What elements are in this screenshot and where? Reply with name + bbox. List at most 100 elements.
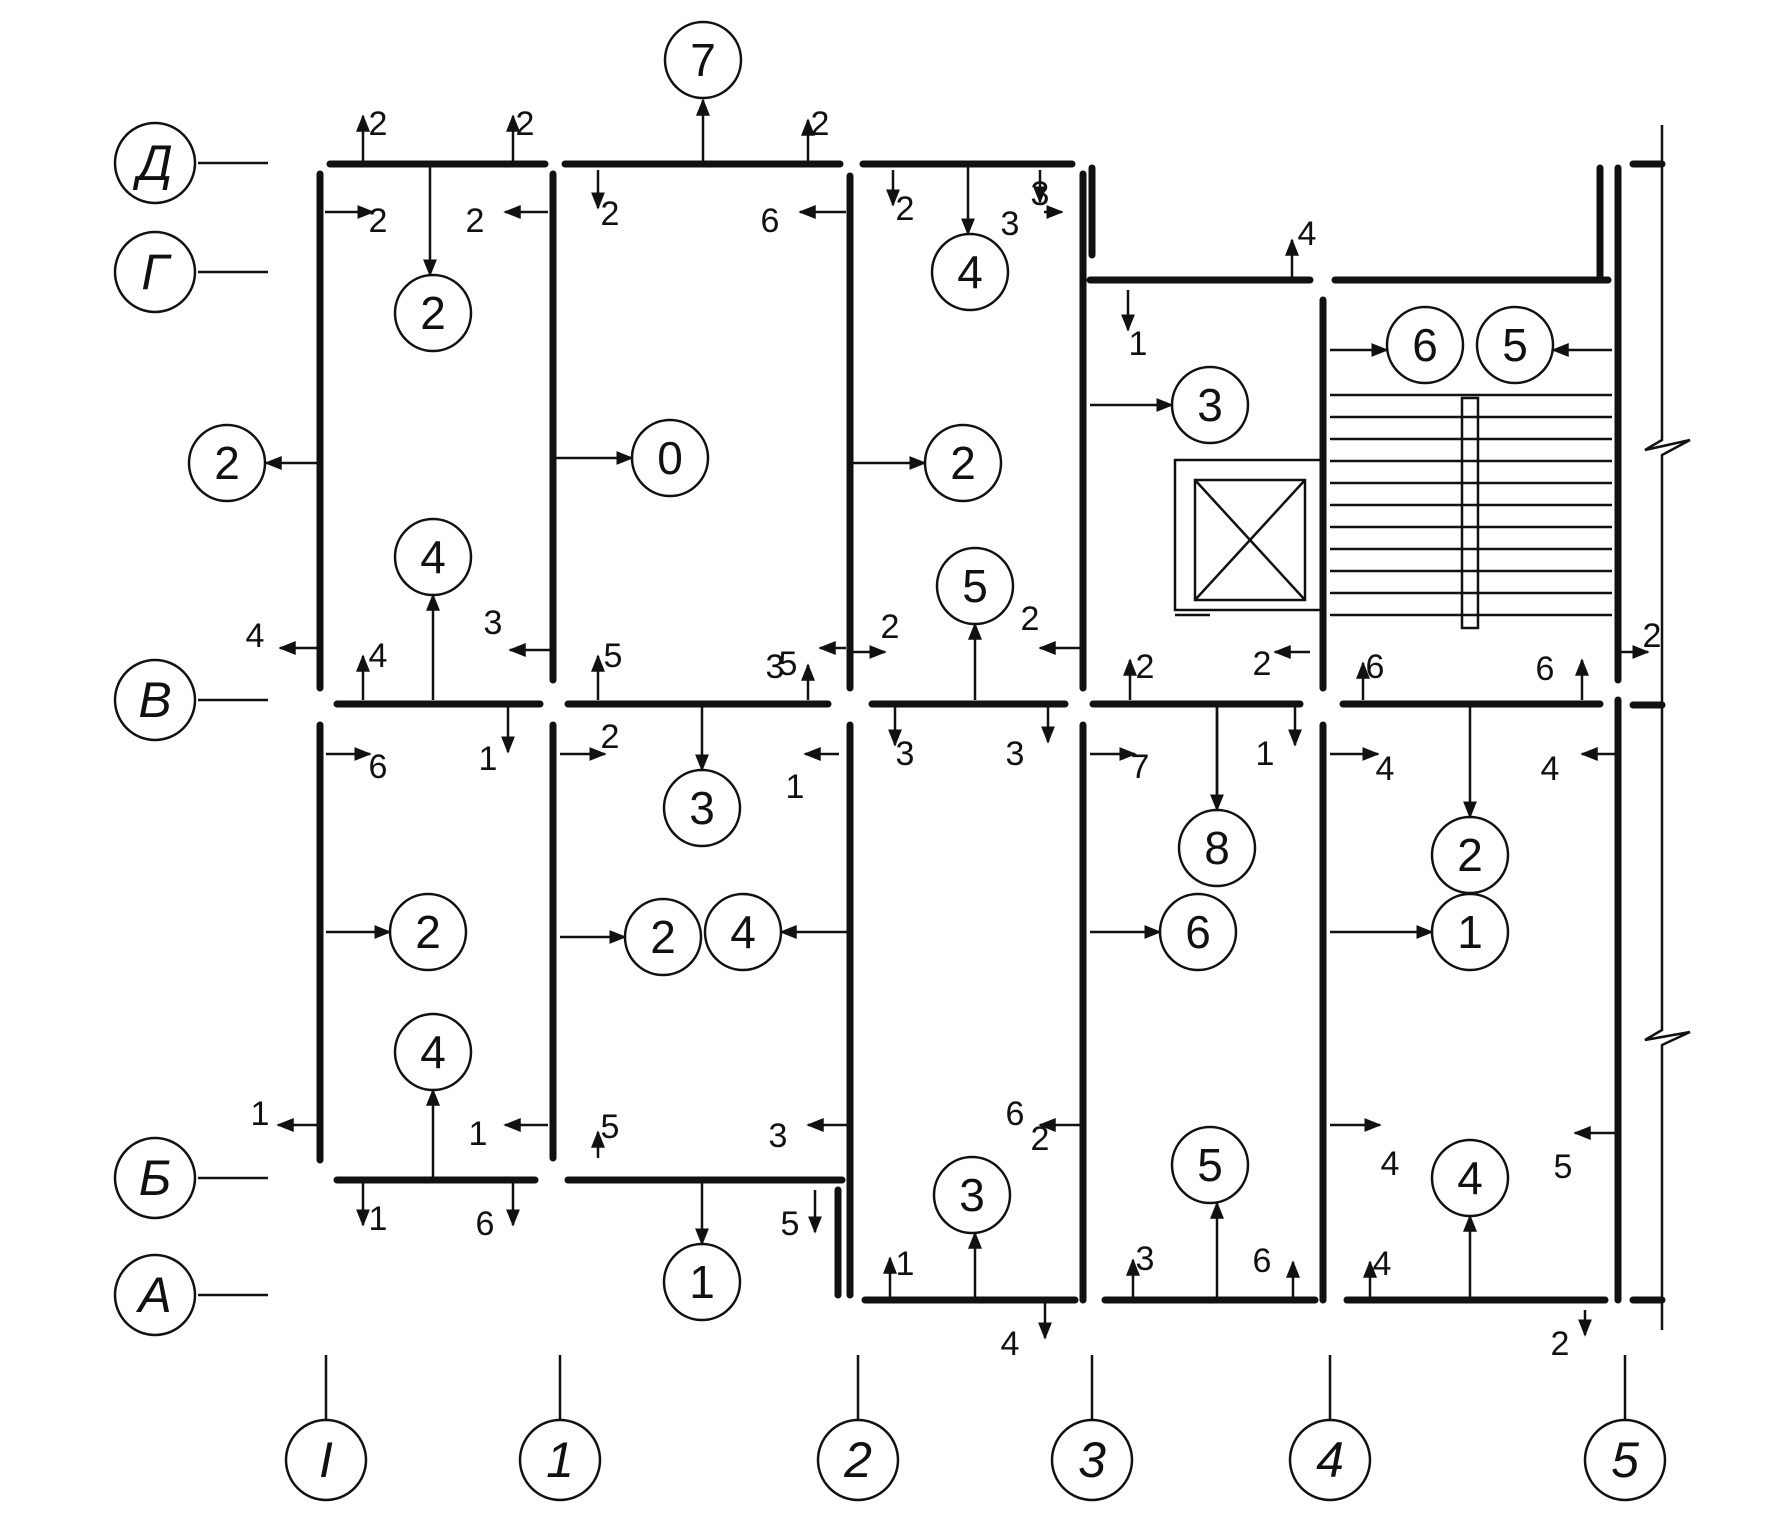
row-axis-bubble xyxy=(113,1136,197,1220)
direction-arrow-label: 2 xyxy=(1031,1120,1050,1158)
direction-arrow-label: 5 xyxy=(601,1108,620,1146)
direction-arrow-label: 4 xyxy=(1298,215,1317,253)
direction-arrow-label: 3 xyxy=(1006,735,1025,773)
direction-arrow-label: 2 xyxy=(601,718,620,756)
direction-arrow-label: 2 xyxy=(1136,648,1155,686)
direction-arrow-label: 2 xyxy=(369,105,388,143)
column-axis-label: 4 xyxy=(1316,1432,1344,1488)
direction-arrow-label: 3 xyxy=(1136,1240,1155,1278)
circled-number-label: 5 xyxy=(1197,1139,1223,1191)
direction-arrow-label: 5 xyxy=(604,637,623,675)
direction-arrow-label: 5 xyxy=(781,1205,800,1243)
circled-number-label: 5 xyxy=(962,560,988,612)
column-axis-label: 5 xyxy=(1611,1432,1639,1488)
direction-arrow-label: 1 xyxy=(369,1200,388,1238)
circled-number-label: 2 xyxy=(214,437,240,489)
direction-arrow-label: 2 xyxy=(466,202,485,240)
circled-number-label: 4 xyxy=(1457,1152,1483,1204)
row-axis-label: Г xyxy=(141,244,172,300)
circled-number-label: 3 xyxy=(689,782,715,834)
circled-number-label: 6 xyxy=(1185,906,1211,958)
circled-number-label: 5 xyxy=(1502,319,1528,371)
column-axis-label: 1 xyxy=(546,1432,574,1488)
row-axis-bubble xyxy=(113,1253,197,1337)
direction-arrow-label: 6 xyxy=(476,1205,495,1243)
column-axis-bubble xyxy=(518,1418,602,1502)
row-axis-bubble xyxy=(113,230,197,314)
direction-arrow-label: 3 xyxy=(484,604,503,642)
direction-arrow-label: 3 xyxy=(1031,175,1050,213)
direction-arrow-label: 2 xyxy=(896,190,915,228)
circled-number-label: 8 xyxy=(1204,822,1230,874)
circled-number-label: 3 xyxy=(1197,379,1223,431)
direction-arrow-label: 1 xyxy=(1256,735,1275,773)
circled-number-label: 4 xyxy=(730,906,756,958)
direction-arrow-label: 2 xyxy=(1253,645,1272,683)
elevator-car xyxy=(1193,478,1307,602)
column-axis-bubble xyxy=(1583,1418,1667,1502)
direction-arrow-label: 2 xyxy=(811,105,830,143)
direction-arrow-label: 3 xyxy=(766,648,785,686)
circled-number-label: 6 xyxy=(1412,319,1438,371)
direction-arrow-label: 6 xyxy=(369,748,388,786)
circled-number xyxy=(663,20,743,100)
column-axis-bubble xyxy=(284,1418,368,1502)
row-axis-label: Д xyxy=(132,135,172,191)
circled-number-label: 2 xyxy=(1457,829,1483,881)
direction-arrow-label: 1 xyxy=(479,740,498,778)
stair-stringer xyxy=(1460,396,1480,630)
direction-arrow-label: 4 xyxy=(246,617,265,655)
direction-arrow-label: 7 xyxy=(1131,748,1150,786)
column-axis-label: 3 xyxy=(1078,1432,1106,1488)
direction-arrow-label: 6 xyxy=(1366,648,1385,686)
column-axis-bubble xyxy=(1288,1418,1372,1502)
direction-arrow-label: 2 xyxy=(1643,617,1662,655)
direction-arrow-label: 3 xyxy=(769,1117,788,1155)
direction-arrow-label: 6 xyxy=(1536,650,1555,688)
direction-arrow-label: 1 xyxy=(251,1095,270,1133)
direction-arrow-label: 6 xyxy=(761,202,780,240)
direction-arrow-label: 1 xyxy=(896,1245,915,1283)
direction-arrow-label: 1 xyxy=(469,1115,488,1153)
circled-number-label: 0 xyxy=(657,432,683,484)
column-axis-bubble xyxy=(1050,1418,1134,1502)
direction-arrow-label: 6 xyxy=(1006,1095,1025,1133)
circled-number-label: 4 xyxy=(957,246,983,298)
direction-arrow-label: 2 xyxy=(516,105,535,143)
elevator-shaft xyxy=(1173,458,1327,612)
column-axis-label: 2 xyxy=(843,1432,872,1488)
circled-number-label: 4 xyxy=(420,1026,446,1078)
circled-number-label: 2 xyxy=(415,906,441,958)
circled-number-label: 2 xyxy=(950,437,976,489)
row-axis-label: А xyxy=(135,1267,171,1323)
circled-number-label: 3 xyxy=(959,1169,985,1221)
elevator-cross xyxy=(1194,479,1306,601)
row-axis-bubble xyxy=(113,121,197,205)
direction-arrow-label: 4 xyxy=(1373,1245,1392,1283)
direction-arrow-label: 1 xyxy=(786,768,805,806)
direction-arrow-label: 4 xyxy=(369,637,388,675)
direction-arrow-label: 4 xyxy=(1381,1145,1400,1183)
row-axis-label: В xyxy=(138,672,171,728)
direction-arrow-label: 2 xyxy=(1021,600,1040,638)
circled-number-label: 2 xyxy=(420,287,446,339)
direction-arrow-label: 3 xyxy=(896,735,915,773)
circled-number-label: 4 xyxy=(420,531,446,583)
direction-arrow-label: 4 xyxy=(1376,750,1395,788)
circled-number-label: 1 xyxy=(1457,906,1483,958)
direction-arrow-label: 2 xyxy=(881,608,900,646)
break-line xyxy=(1644,125,1691,1330)
direction-arrow-label: 5 xyxy=(779,645,798,683)
column-axis-label: I xyxy=(319,1432,333,1488)
circled-number-label: 7 xyxy=(690,34,716,86)
row-axis-label: Б xyxy=(139,1150,172,1206)
column-axis-bubble xyxy=(816,1418,900,1502)
direction-arrow-label: 4 xyxy=(1001,1325,1020,1363)
direction-arrow-label: 5 xyxy=(1554,1148,1573,1186)
direction-arrow-label: 4 xyxy=(1541,750,1560,788)
direction-arrow-label: 2 xyxy=(1551,1325,1570,1363)
direction-arrow-label: 1 xyxy=(1129,325,1148,363)
direction-arrow-label: 6 xyxy=(1253,1242,1272,1280)
circled-number-label: 2 xyxy=(650,911,676,963)
